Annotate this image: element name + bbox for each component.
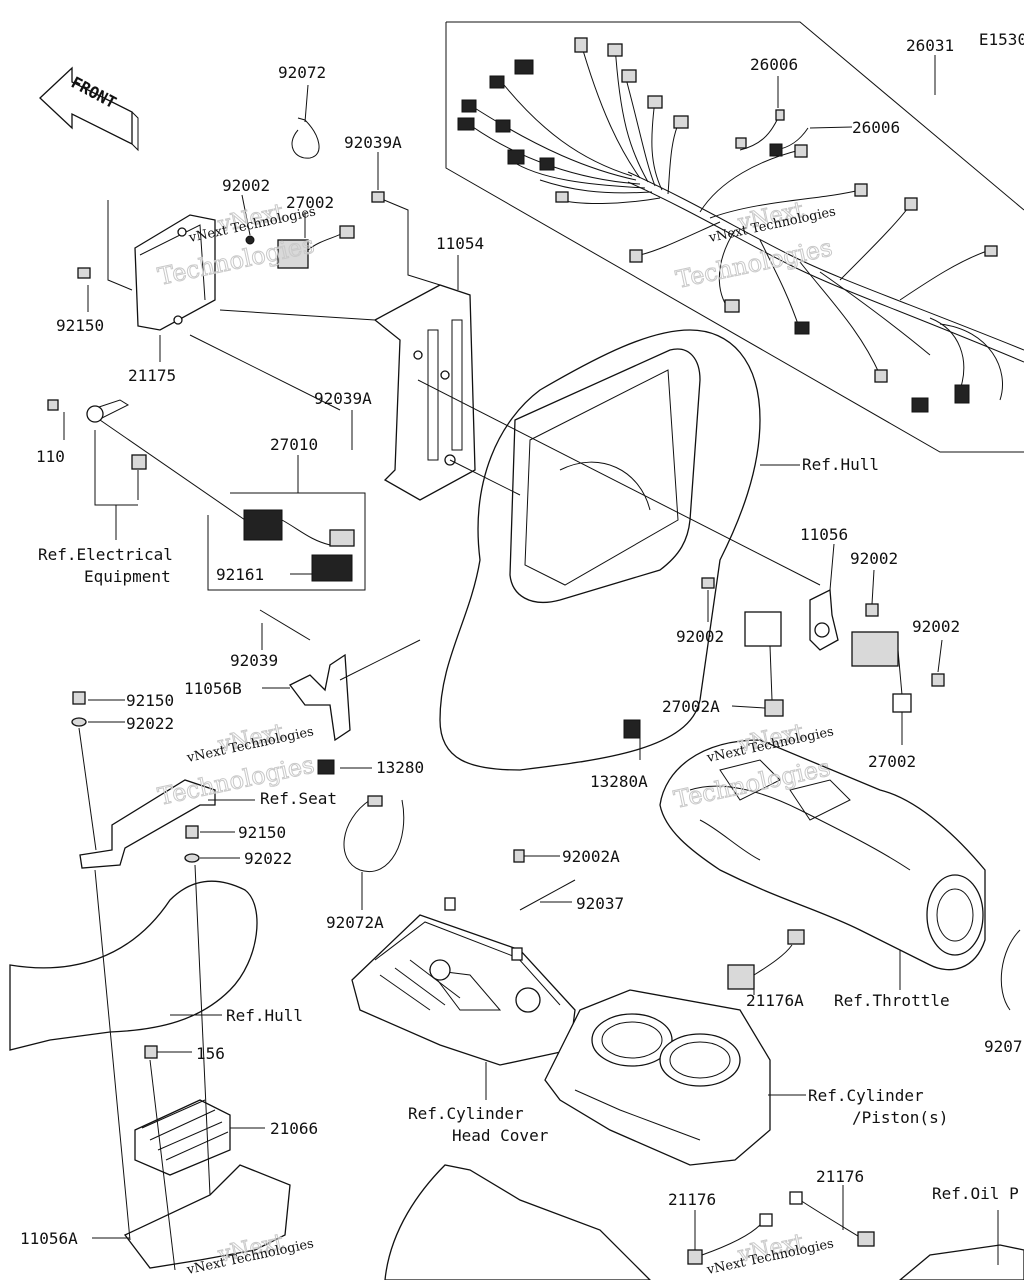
bolt-156 [144,1045,158,1059]
label-92037: 92037 [576,894,624,913]
clip-13280a [623,719,641,739]
label-13280a: 13280A [590,772,648,791]
strap-92037 [519,879,576,911]
ref-oil-cut: Ref.Oil P [932,1184,1019,1203]
ecu-21175 [107,200,216,331]
bolt-92039a-top [371,191,385,203]
label-92022-mid: 92022 [126,714,174,733]
bracket-11056b [289,653,351,742]
ref-cyl-head-line2: Head Cover [452,1126,549,1145]
label-156: 156 [196,1044,225,1063]
bolt-92150-mid [72,691,86,705]
electrical-equipment-parts [47,399,246,540]
label-11056b: 11056B [184,679,242,698]
pin-92039 [259,609,311,641]
front-arrow-icon: FRONT [39,66,139,152]
bracket-11054 [373,284,476,501]
label-9207-cut: 9207 [984,1037,1023,1056]
label-92039a-top: 92039A [344,133,402,152]
label-92002-r2: 92002 [676,627,724,646]
label-92039a-mid: 92039A [314,389,372,408]
throttle-body [659,739,986,971]
label-27002a: 27002A [662,697,720,716]
bolt-92002a [513,849,525,863]
diagram-code: E1530 [979,30,1024,49]
label-11056a: 11056A [20,1229,78,1248]
label-92002-top: 92002 [222,176,270,195]
harness-panel [445,21,1024,453]
label-13280: 13280 [376,758,424,777]
ref-throttle: Ref.Throttle [834,991,950,1010]
label-110: 110 [36,447,65,466]
label-92072: 92072 [278,63,326,82]
label-92161: 92161 [216,565,264,584]
label-92039: 92039 [230,651,278,670]
label-92002-r3: 92002 [912,617,960,636]
ref-hull-low: Ref.Hull [226,1006,303,1025]
cylinder-head-cover [351,897,576,1066]
bolt-92002-r1 [865,603,879,617]
label-92072a: 92072A [326,913,384,932]
crankcase-lower [384,1164,651,1280]
label-92002a: 92002A [562,847,620,866]
bolt-92002-r3 [931,673,945,687]
label-92022-low: 92022 [244,849,292,868]
leader-lines [63,55,943,1271]
label-21176-b: 21176 [816,1167,864,1186]
relay-27002a [744,611,784,717]
watermark-6: vNext vNext Technologies [705,1229,835,1278]
svg-text:Technologies: Technologies [673,233,834,293]
label-26006-b: 26006 [852,118,900,137]
relay-27002-right [851,631,912,713]
ref-cyl-pist-line1: Ref.Cylinder [808,1086,924,1105]
ref-electrical-line2: Equipment [84,567,171,586]
oil-pan [898,1244,1024,1280]
ref-cyl-pist-line2: /Piston(s) [852,1108,948,1127]
band-92072 [291,117,320,159]
clip-13280 [317,759,335,775]
ref-hull-top: Ref.Hull [802,455,879,474]
label-21176a: 21176A [746,991,804,1010]
bolt-92150-top [77,267,91,279]
part-labels: E1530 92072 92039A 92002 27002 92150 211… [20,30,1024,1248]
seat-bracket [79,779,216,869]
label-27002-right: 27002 [868,752,916,771]
bracket-11056a [123,1164,291,1269]
label-92002-r1: 92002 [850,549,898,568]
label-92150-top: 92150 [56,316,104,335]
ref-electrical-line1: Ref.Electrical [38,545,173,564]
label-21175: 21175 [128,366,176,385]
bracket-11056 [809,588,839,651]
label-21176-a: 21176 [668,1190,716,1209]
label-27010: 27010 [270,435,318,454]
label-11054: 11054 [436,234,484,253]
band-92072a [343,799,405,873]
hull-lower [9,880,258,1051]
label-26031: 26031 [906,36,954,55]
watermark-2: vNext vNext Technologies Technologies [673,197,837,294]
ref-seat: Ref.Seat [260,789,337,808]
bolt-92002-r2 [701,577,715,589]
label-92150-low: 92150 [238,823,286,842]
washer-92022-mid [71,717,87,727]
ref-cyl-head-line1: Ref.Cylinder [408,1104,524,1123]
label-11056: 11056 [800,525,848,544]
sensor-21176-b [789,1191,875,1247]
label-92150-mid: 92150 [126,691,174,710]
relay-27002-top [245,225,355,269]
washer-92022-low [184,853,200,863]
label-21066: 21066 [270,1119,318,1138]
label-26006-a: 26006 [750,55,798,74]
cylinder-block [544,989,771,1166]
regulator-21066 [134,1099,231,1176]
relay-27010 [207,492,366,591]
sensor-21176a [727,929,805,990]
bolt-92150-low [185,825,199,839]
label-27002-top: 27002 [286,193,334,212]
